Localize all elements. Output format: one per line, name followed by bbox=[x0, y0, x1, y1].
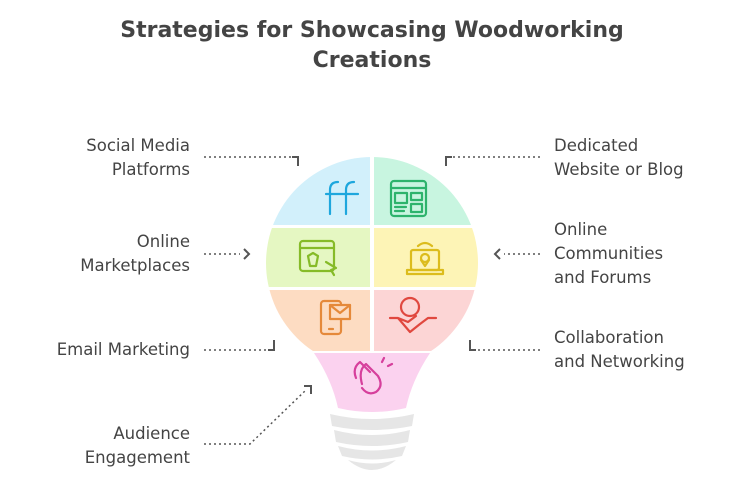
website-layout-icon bbox=[389, 179, 428, 218]
cell-engagement bbox=[314, 353, 430, 412]
ff-social-icon bbox=[324, 180, 360, 216]
label-line: Audience bbox=[113, 424, 190, 443]
title-line-2: Creations bbox=[312, 48, 432, 73]
label-collaboration: Collaboration and Networking bbox=[554, 326, 685, 374]
label-line: Communities bbox=[554, 244, 664, 263]
label-line: Collaboration bbox=[554, 328, 664, 347]
label-line: Online bbox=[554, 220, 608, 239]
handshake-globe-icon bbox=[388, 296, 438, 334]
cell-communities bbox=[374, 228, 478, 287]
label-line: Engagement bbox=[84, 448, 190, 467]
label-line: Website or Blog bbox=[554, 160, 684, 179]
cell-marketplaces bbox=[266, 228, 370, 287]
label-email-marketing: Email Marketing bbox=[57, 338, 190, 362]
label-line: Dedicated bbox=[554, 136, 639, 155]
diagram-title: Strategies for Showcasing Woodworking Cr… bbox=[0, 16, 744, 76]
label-line: and Forums bbox=[554, 268, 652, 287]
cell-social-media bbox=[266, 157, 370, 225]
bulb-base bbox=[330, 414, 414, 470]
label-line: Social Media bbox=[86, 136, 190, 155]
browser-cursor-icon bbox=[298, 239, 338, 277]
clapping-hands-icon bbox=[353, 356, 394, 395]
title-line-1: Strategies for Showcasing Woodworking bbox=[120, 18, 624, 43]
label-line: Platforms bbox=[111, 160, 190, 179]
label-line: and Networking bbox=[554, 352, 685, 371]
label-line: Online bbox=[136, 232, 190, 251]
phone-mail-icon bbox=[319, 299, 352, 336]
label-line: Marketplaces bbox=[80, 256, 190, 275]
label-line: Email Marketing bbox=[56, 340, 190, 359]
laptop-location-icon bbox=[405, 241, 445, 276]
